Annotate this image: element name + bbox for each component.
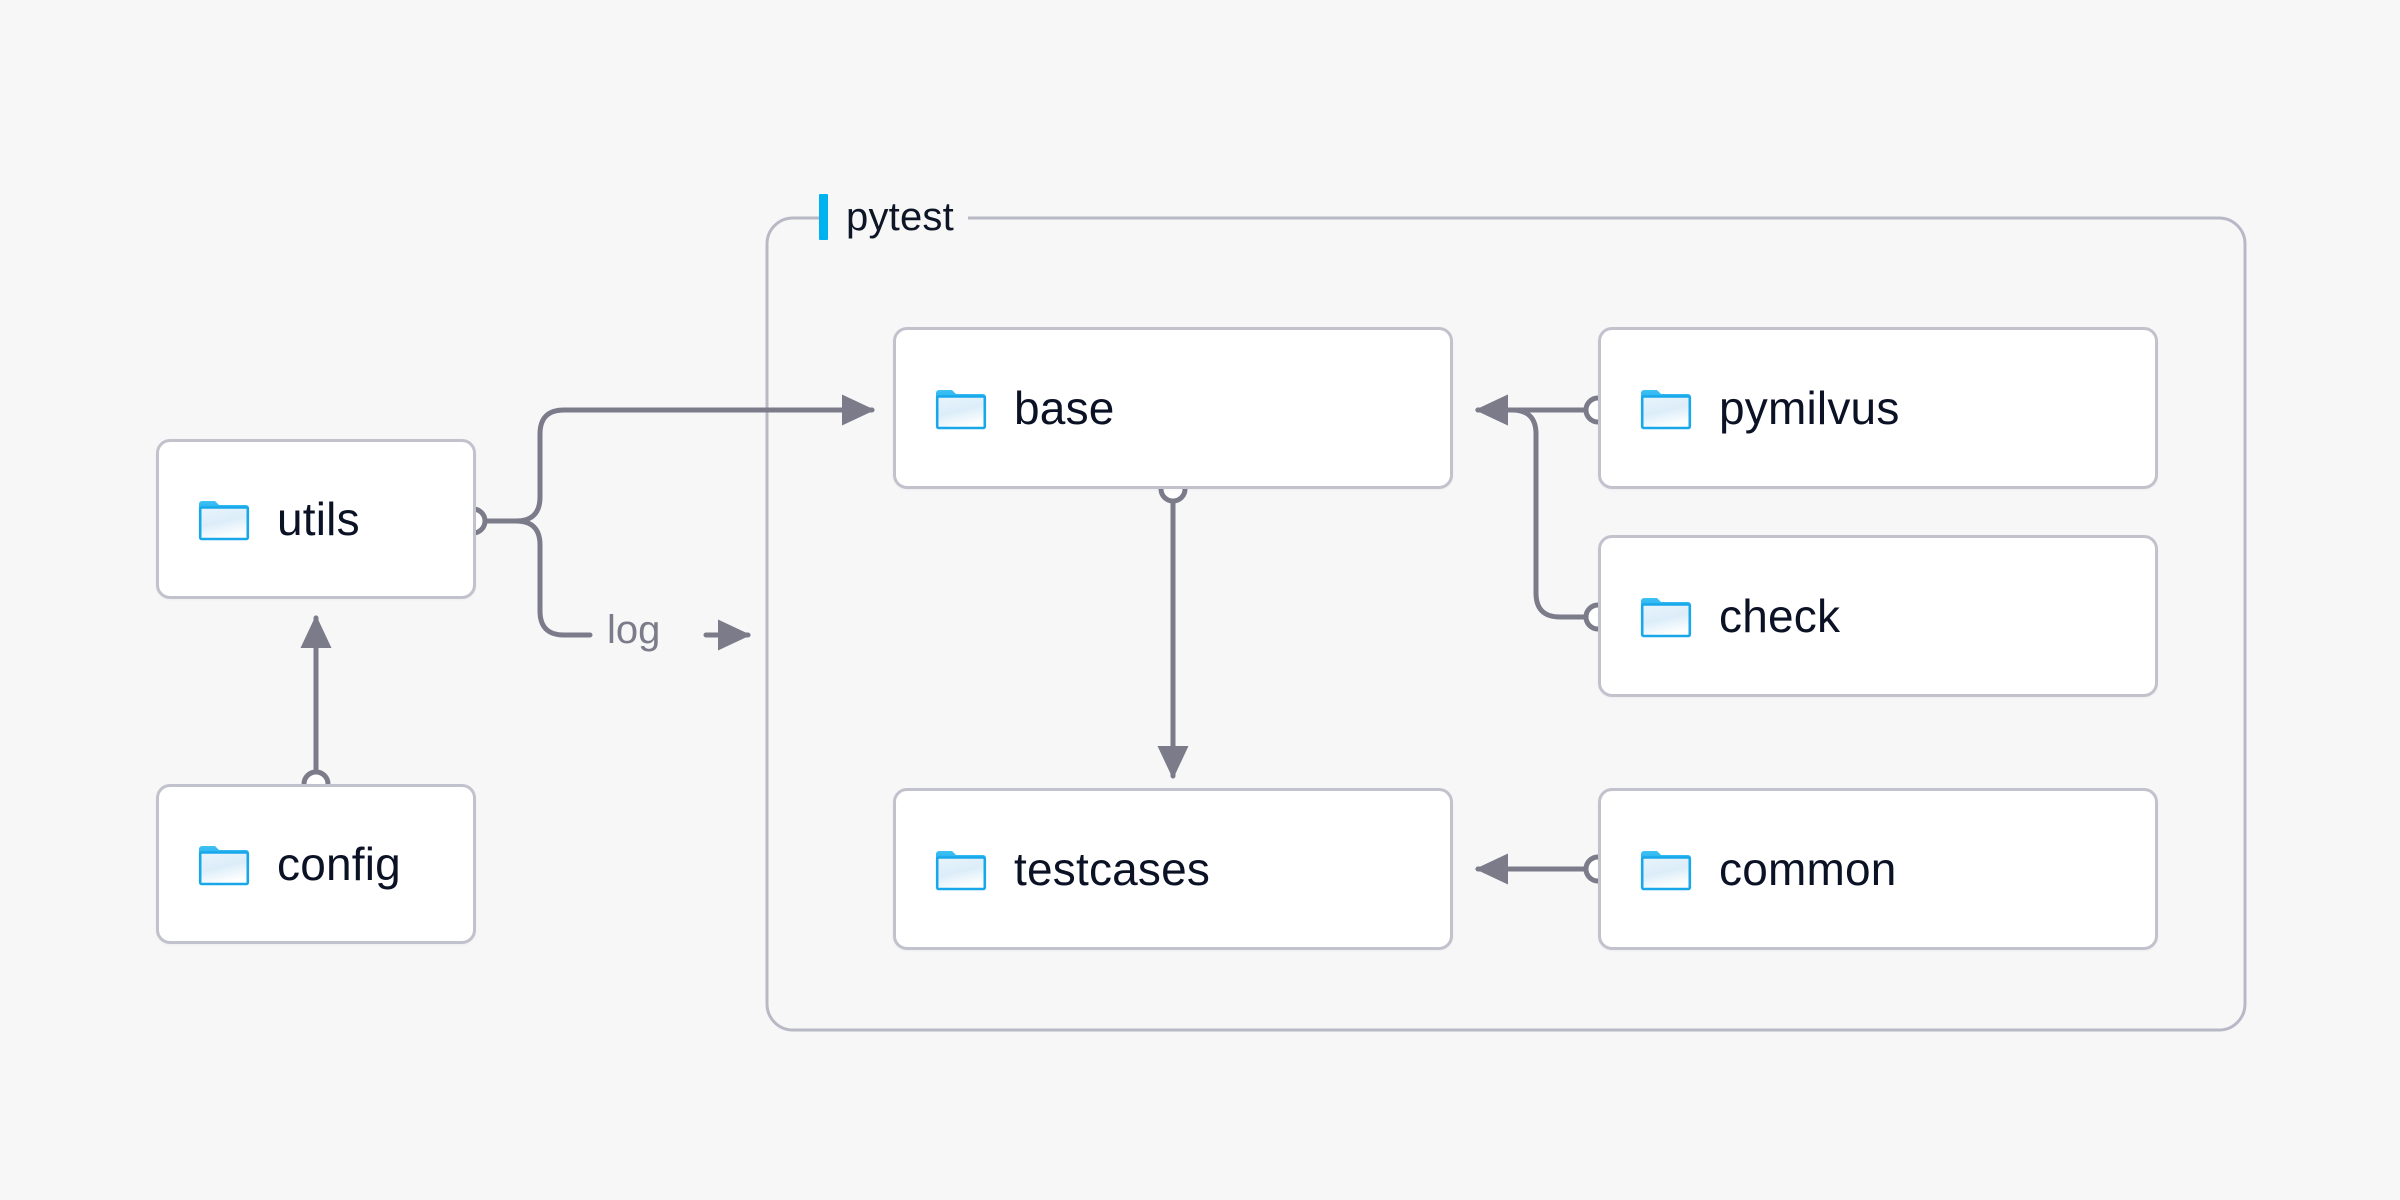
group-label-text: pytest [846,194,954,239]
folder-icon [935,851,987,891]
node-label: check [1719,590,1841,642]
node-utils[interactable]: utils [156,439,476,599]
node-testcases[interactable]: testcases [893,788,1453,950]
edge-check-to-base [1475,394,1589,620]
edge-utils-to-base [513,394,875,524]
node-common[interactable]: common [1598,788,2158,950]
edge-utils-to-log [513,518,593,638]
folder-icon [1640,390,1692,430]
node-label: config [277,838,401,890]
node-check[interactable]: check [1598,535,2158,697]
group-accent-bar [819,194,828,240]
node-pymilvus[interactable]: pymilvus [1598,327,2158,489]
folder-icon [198,501,250,541]
node-label: utils [277,493,360,545]
node-label: testcases [1014,843,1211,895]
node-base[interactable]: base [893,327,1453,489]
folder-icon [1640,851,1692,891]
folder-icon [198,846,250,886]
edge-label-log: log [607,608,661,652]
node-label: common [1719,843,1897,895]
folder-icon [1640,598,1692,638]
folder-icon [935,390,987,430]
group-label-pytest: pytest [819,194,968,240]
node-label: base [1014,382,1115,434]
node-label: pymilvus [1719,382,1900,434]
node-config[interactable]: config [156,784,476,944]
